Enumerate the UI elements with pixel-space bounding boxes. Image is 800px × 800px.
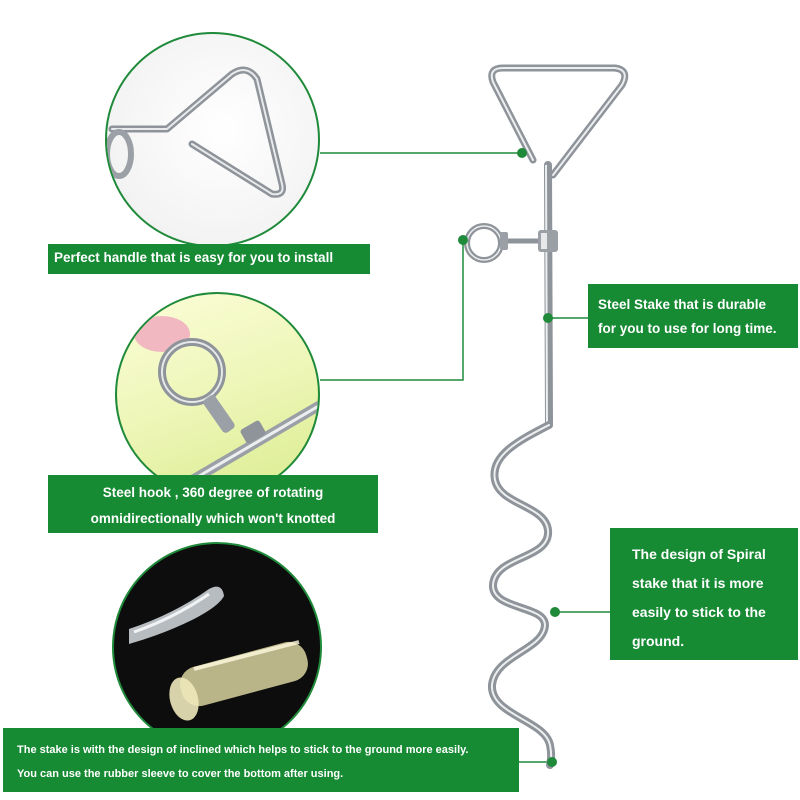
handle-detail-photo [105, 32, 320, 247]
stake-callout-label: Steel Stake that is durable for you to u… [588, 284, 798, 348]
hook-closeup-illustration [134, 316, 318, 494]
spiral-callout-line1: The design of Spiral [632, 546, 766, 562]
sleeve-detail-photo [112, 542, 322, 752]
stake-callout-line1: Steel Stake that is durable [598, 297, 767, 312]
hook-callout-line2: omnidirectionally which won't knotted [90, 511, 336, 526]
stake-handle [488, 64, 629, 179]
sleeve-closeup-illustration [129, 586, 308, 721]
inclined-callout-line2: You can use the rubber sleeve to cover t… [17, 768, 344, 780]
handle-callout-label: Perfect handle that is easy for you to i… [48, 244, 370, 274]
stake-spiral [488, 421, 556, 769]
spiral-callout-line4: ground. [632, 633, 685, 649]
spiral-callout-line2: stake that it is more [632, 575, 764, 591]
inclined-callout-line1: The stake is with the design of inclined… [17, 744, 469, 756]
stake-shaft [544, 161, 553, 429]
callout-dots [458, 148, 560, 767]
handle-closeup-illustration [107, 66, 286, 198]
inclined-callout-label: The stake is with the design of inclined… [3, 728, 519, 792]
spiral-callout-label: The design of Spiral stake that it is mo… [610, 528, 798, 660]
spiral-callout-line3: easily to stick to the [632, 604, 766, 620]
hook-callout-label: Steel hook , 360 degree of rotating omni… [48, 475, 378, 533]
hook-callout-line1: Steel hook , 360 degree of rotating [102, 485, 324, 500]
stake-callout-line2: for you to use for long time. [598, 321, 777, 336]
handle-callout-text: Perfect handle that is easy for you to i… [54, 250, 334, 265]
